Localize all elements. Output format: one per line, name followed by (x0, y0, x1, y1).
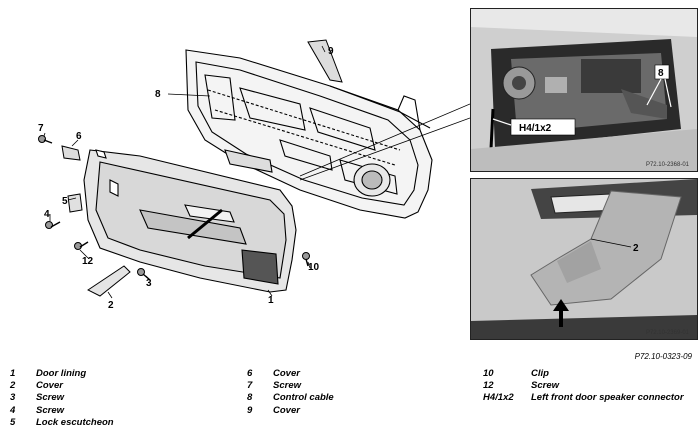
clip-10-part (302, 252, 310, 267)
cover-6-part (61, 145, 81, 161)
leader-lines (43, 45, 470, 299)
cover-2-part (87, 265, 131, 297)
legend-item: 8 Control cable (247, 392, 334, 404)
legend-item-number: 9 (247, 404, 253, 416)
legend-item: 9 Cover (247, 405, 334, 417)
photo-top-connector-label: H4/1x2 (519, 123, 552, 134)
legend-item: 4 Screw (10, 405, 114, 417)
callout-9: 9 (328, 46, 334, 57)
legend-item-number: 1 (10, 368, 16, 379)
screw-7-part (38, 135, 53, 144)
legend-item: 10 Clip (483, 368, 684, 380)
callout-8: 8 (155, 89, 161, 100)
legend-item-text: Screw (531, 380, 559, 392)
legend-item-text: Screw (36, 392, 64, 404)
callout-12: 12 (82, 256, 94, 267)
cover-9-part (307, 39, 343, 83)
legend-item-text: Lock escutcheon (36, 416, 114, 428)
legend-item-text: Screw (36, 404, 64, 416)
photo-door-handle-cover: 2 P72.10-2369-01 (470, 178, 698, 340)
legend-item: 3 Screw (10, 392, 114, 404)
door-inner-frame (185, 49, 433, 219)
legend-item: 12 Screw (483, 380, 684, 392)
photo-speaker-connector-image: H4/1x2 8 (471, 9, 697, 171)
legend-item-text: Clip (531, 368, 549, 379)
legend-item-number: 6 (247, 368, 253, 379)
legend-item-text: Left front door speaker connector (531, 392, 684, 404)
escutcheon-5-part (67, 193, 83, 213)
legend-item-number: 7 (247, 380, 253, 392)
legend-item: H4/1x2 Left front door speaker connector (483, 392, 684, 404)
callout-7: 7 (38, 123, 44, 134)
legend-item-text: Screw (273, 380, 301, 392)
legend-item: 7 Screw (247, 380, 334, 392)
legend-item-number: 4 (10, 404, 16, 416)
legend-item: 5 Lock escutcheon (10, 417, 114, 429)
photo-speaker-connector: H4/1x2 8 P72.10-2368-01 (470, 8, 698, 172)
legend-item-text: Cover (273, 368, 300, 379)
callout-2: 2 (108, 300, 114, 311)
photo-top-label-8: 8 (658, 68, 664, 79)
legend-item-text: Door lining (36, 368, 87, 379)
legend-item-text: Cover (273, 404, 300, 416)
legend-item: 6 Cover (247, 368, 334, 380)
legend-item-number: H4/1x2 (483, 392, 514, 404)
callout-3: 3 (146, 278, 152, 289)
exploded-view-drawing: 8 9 7 6 5 4 12 3 2 1 10 (38, 39, 470, 311)
legend-item-text: Control cable (273, 392, 334, 404)
legend-item-number: 8 (247, 392, 253, 404)
callout-6: 6 (76, 131, 82, 142)
legend-item-number: 12 (483, 380, 494, 392)
callout-1: 1 (268, 295, 274, 306)
figure-reference: P72.10-0323-09 (634, 352, 692, 361)
screw-12-part (74, 241, 89, 250)
callout-10: 10 (308, 262, 320, 273)
legend-item-number: 10 (483, 368, 494, 379)
legend-item-number: 3 (10, 392, 16, 404)
screw-4-part (45, 221, 61, 229)
photo-top-code: P72.10-2368-01 (645, 162, 689, 168)
legend-item-number: 2 (10, 380, 16, 392)
legend-item-number: 5 (10, 416, 16, 428)
callout-5: 5 (62, 196, 68, 207)
callout-4: 4 (44, 209, 50, 220)
legend-item: 2 Cover (10, 380, 114, 392)
photo-bottom-label-2: 2 (633, 243, 639, 254)
legend-item-text: Cover (36, 380, 63, 392)
photo-bottom-code: P72.10-2369-01 (645, 330, 689, 336)
door-lining-part (83, 149, 297, 293)
photo-door-handle-cover-image: 2 (471, 179, 697, 339)
legend-item: 1 Door lining (10, 368, 114, 380)
